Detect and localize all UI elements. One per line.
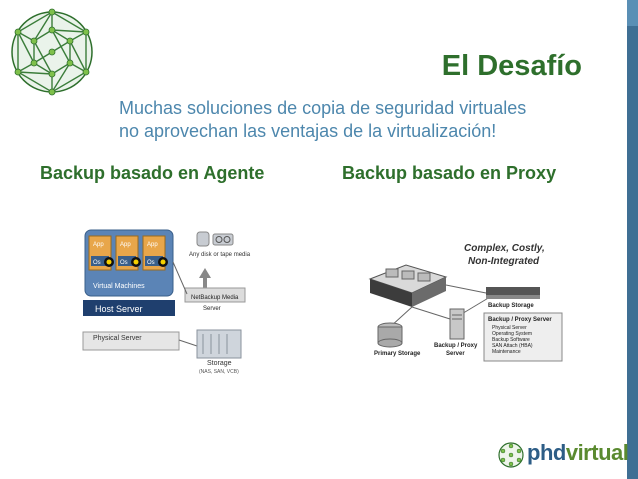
subtitle-line-1: Muchas soluciones de copia de seguridad … — [119, 98, 527, 118]
primary-storage-icon — [377, 322, 403, 348]
host-server-bar — [83, 300, 175, 316]
phdvirtual-logo-text: phdvirtual — [527, 440, 629, 466]
virtual-machines-label: Virtual Machines — [93, 283, 145, 290]
subtitle-line-2: no aprovechan las ventajas de la virtual… — [119, 121, 497, 141]
storage-array-icon — [196, 329, 242, 359]
storage-sub-label: (NAS, SAN, VCB) — [199, 369, 239, 375]
primary-storage-label: Primary Storage — [374, 351, 421, 357]
slide-title: El Desafío — [441, 50, 582, 82]
proxy-backup-diagram: Complex, Costly, Non-Integrated Backup S… — [368, 243, 563, 362]
logo-text-part-2: virtual — [565, 440, 629, 465]
logo-text-part-1: phd — [527, 440, 566, 465]
proxy-details-title: Backup / Proxy Server — [488, 317, 552, 323]
netbackup-label-line-2: Server — [203, 306, 221, 312]
complex-headline-line-1: Complex, Costly, — [464, 243, 545, 254]
proxy-server-label-line-2: Server — [446, 351, 465, 357]
storage-label: Storage — [207, 360, 232, 367]
proxy-server-label-line-1: Backup / Proxy — [434, 343, 478, 349]
physical-server-label: Physical Server — [93, 335, 142, 342]
backup-storage-label: Backup Storage — [488, 303, 534, 309]
proxy-backup-heading: Backup basado en Proxy — [342, 163, 557, 183]
vm-2-os-label: Os — [120, 260, 128, 266]
vm-3-os-label: Os — [147, 260, 155, 266]
host-server-cluster-icon — [368, 264, 448, 307]
slide-subtitle: Muchas soluciones de copia de seguridad … — [119, 97, 609, 143]
proxy-server-tower-icon — [449, 308, 465, 340]
vm-2-app-label: App — [120, 242, 131, 248]
proxy-item-3: Backup Software — [492, 337, 530, 343]
vm-1-os-label: Os — [93, 260, 101, 266]
vm-1-app-label: App — [93, 242, 104, 248]
vm-3-app-label: App — [147, 242, 158, 248]
host-server-label: Host Server — [95, 304, 143, 314]
phdvirtual-logo-icon — [498, 442, 524, 468]
disk-tape-media-icon — [196, 231, 234, 247]
agent-backup-diagram: App Os App Os App Os Virtual Machines Ho… — [82, 229, 251, 375]
netbackup-label-line-1: NetBackup Media — [191, 295, 239, 301]
right-accent-cap — [627, 0, 638, 26]
media-label: Any disk or tape media — [189, 252, 251, 258]
connector-lines — [172, 261, 198, 347]
proxy-item-4: SAN Attach (HBA) — [492, 343, 533, 349]
netbackup-server-icon — [184, 287, 246, 303]
complex-headline-line-2: Non-Integrated — [468, 256, 540, 267]
geodesic-globe-icon — [11, 8, 93, 96]
right-accent-bar — [627, 0, 638, 479]
proxy-details-box — [483, 312, 563, 362]
physical-server-box — [82, 331, 180, 351]
proxy-item-2: Operating System — [492, 331, 532, 337]
backup-storage-icon — [486, 287, 540, 299]
up-arrow-icon — [199, 268, 211, 278]
agent-backup-heading: Backup basado en Agente — [40, 163, 265, 183]
up-arrow-shaft — [203, 278, 207, 288]
proxy-item-5: Maintenance — [492, 349, 521, 355]
proxy-item-1: Physical Server — [492, 325, 527, 331]
backup-agent-icon — [104, 257, 168, 267]
